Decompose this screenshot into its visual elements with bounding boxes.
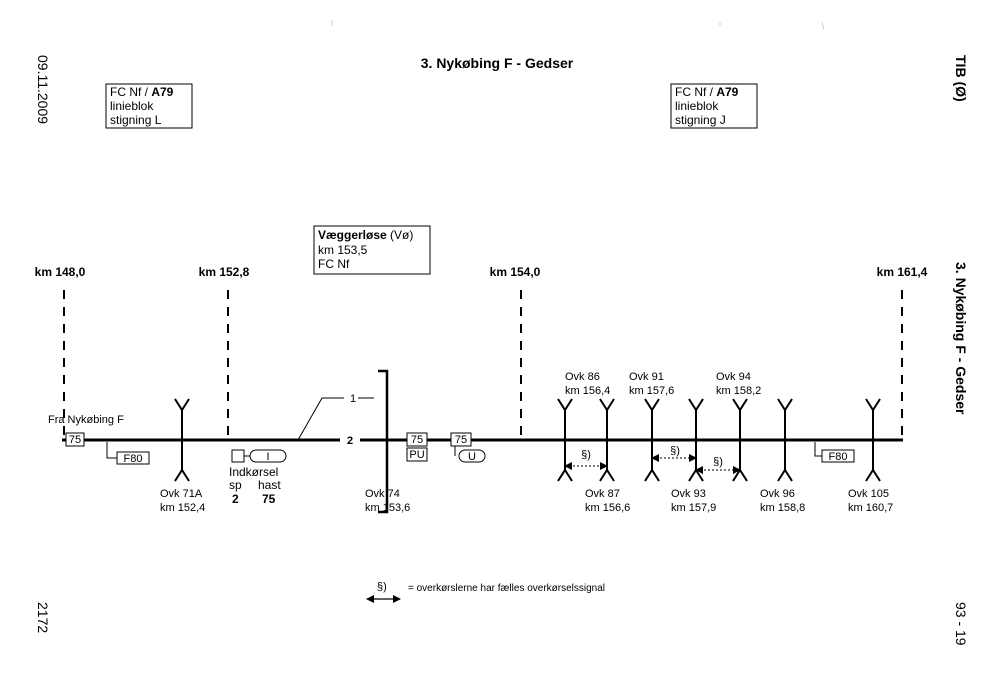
shared-signal-link: §): [695, 456, 741, 474]
svg-text:§): §): [581, 449, 591, 461]
header-right: TIB (Ø): [953, 55, 969, 102]
track-1-leader: [297, 397, 344, 441]
crossing-km: km 158,8: [760, 502, 805, 514]
crossing-name: Ovk 86: [565, 371, 600, 383]
entry-hast-label: hast: [258, 478, 281, 492]
crossing-signal-lower: [644, 440, 660, 482]
entry-sp-label: sp: [229, 478, 242, 492]
crossing-name: Ovk 74: [365, 488, 400, 500]
crossing-km: km 157,6: [629, 385, 674, 397]
svg-text:FC Nf / A79: FC Nf / A79: [675, 85, 739, 99]
crossing-name: Ovk 71A: [160, 488, 203, 500]
km-markers: [63, 290, 903, 436]
svg-text:km 153,5: km 153,5: [318, 243, 368, 257]
origin-label: Fra Nykøbing F: [48, 414, 124, 426]
track-number-2: 2: [347, 435, 353, 447]
crossing-name: Ovk 87: [585, 488, 620, 500]
km-marker-label: km 152,8: [199, 265, 250, 279]
crossing-signal-lower: [599, 440, 615, 482]
crossing-km: km 158,2: [716, 385, 761, 397]
brake-leader-left: [106, 442, 117, 459]
speed-sign-start: [65, 432, 85, 447]
brake-sign-right-value: F80: [829, 451, 848, 463]
legend-text: = overkørslerne har fælles overkørselssi…: [408, 583, 605, 594]
speed-sign-start-value: 75: [69, 434, 81, 446]
crossing-name: Ovk 91: [629, 371, 664, 383]
crossing-km: km 160,7: [848, 502, 893, 514]
km-marker-label: km 161,4: [877, 265, 928, 279]
entry-sp-value: 2: [232, 492, 239, 506]
legend-symbol: §): [377, 581, 387, 593]
entry-hast-value: 75: [262, 492, 276, 506]
crossing-signal-lower: [865, 440, 881, 482]
crossing-name: Ovk 94: [716, 371, 751, 383]
svg-text:FC Nf: FC Nf: [318, 257, 350, 271]
crossing-signal-upper: [777, 398, 793, 440]
brake-sign-right: [821, 449, 855, 463]
speed-sign-mid-b-tag-value: U: [468, 451, 476, 463]
svg-text:Væggerløse (Vø): Væggerløse (Vø): [318, 228, 413, 242]
speed-sign-mid-a: [406, 432, 428, 447]
crossing-name: Ovk 93: [671, 488, 706, 500]
track-number-1: 1: [350, 393, 356, 405]
entry-signal-tag: [249, 449, 287, 463]
speed-sign-mid-a-sub: [406, 447, 428, 462]
svg-text:linieblok: linieblok: [675, 99, 719, 113]
station-box: Væggerløse (Vø) km 153,5 FC Nf: [313, 225, 431, 275]
brake-sign-left-value: F80: [124, 453, 143, 465]
crossing-km: km 153,6: [365, 502, 410, 514]
crossing-signal-upper: [557, 398, 573, 440]
svg-text:linieblok: linieblok: [110, 99, 154, 113]
doc-id: 2172: [35, 602, 51, 633]
svg-text:§): §): [670, 445, 680, 457]
speed-sign-mid-b-value: 75: [455, 434, 467, 446]
speed-sign-mid-b: [450, 432, 472, 447]
info-box-left: FC Nf / A79 linieblok stigning L: [105, 83, 193, 129]
entry-signal-tag-value: I: [266, 451, 269, 463]
km-marker-label: km 154,0: [490, 265, 541, 279]
station-bracket: [378, 369, 389, 514]
crossing-signal-upper: [865, 398, 881, 440]
km-marker-label: km 148,0: [35, 265, 86, 279]
speed-sign-mid-b-tag: [458, 449, 486, 463]
info-box-right: FC Nf / A79 linieblok stigning J: [670, 83, 758, 129]
svg-text:FC Nf / A79: FC Nf / A79: [110, 85, 174, 99]
crossing-name: Ovk 105: [848, 488, 889, 500]
crossing-signal-upper: [644, 398, 660, 440]
crossing-km: km 152,4: [160, 502, 205, 514]
crossing-signal-lower: [688, 440, 704, 482]
crossing-signal-upper: [732, 398, 748, 440]
page-date: 09.11.2009: [35, 55, 51, 124]
brake-leader-right: [814, 442, 822, 457]
side-title: 3. Nykøbing F - Gedser: [953, 262, 969, 415]
svg-text:§): §): [713, 456, 723, 468]
crossing-signal-lower: [174, 440, 190, 482]
shared-signal-link: §): [564, 449, 608, 470]
crossing-km: km 157,9: [671, 502, 716, 514]
entry-signal-square: [231, 449, 245, 463]
svg-text:stigning L: stigning L: [110, 113, 162, 127]
crossing-signal-upper: [688, 398, 704, 440]
crossing-signal-upper: [599, 398, 615, 440]
shared-signal-link: §): [651, 445, 697, 462]
page-number: 93 - 19: [953, 602, 969, 646]
legend: §) = overkørslerne har fælles overkørsel…: [366, 581, 605, 603]
brake-sign-left: [116, 451, 150, 465]
crossing-signal-lower: [732, 440, 748, 482]
entry-caption: Indkørsel: [229, 465, 278, 479]
crossing-signal-upper: [174, 398, 190, 440]
scan-artifacts: [331, 20, 825, 31]
crossing-km: km 156,6: [585, 502, 630, 514]
speed-sign-mid-a-value: 75: [411, 434, 423, 446]
crossing-km: km 156,4: [565, 385, 610, 397]
crossing-signal-lower: [557, 440, 573, 482]
page-title: 3. Nykøbing F - Gedser: [421, 55, 574, 71]
speed-sign-mid-a-sub-value: PU: [409, 449, 424, 461]
crossing-name: Ovk 96: [760, 488, 795, 500]
svg-text:stigning J: stigning J: [675, 113, 726, 127]
crossing-signal-lower: [777, 440, 793, 482]
